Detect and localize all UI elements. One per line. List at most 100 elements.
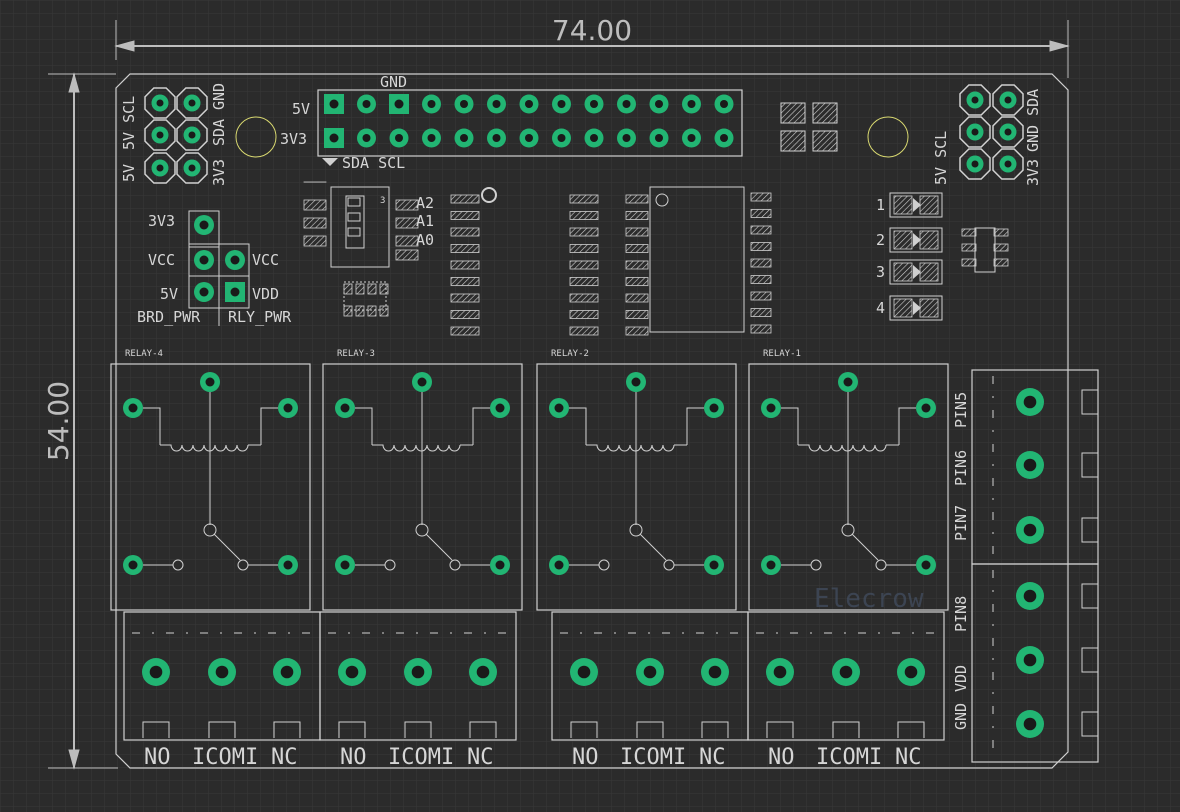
gpio-pin: [454, 128, 474, 148]
i2c-right-right-label: GND SDA: [1024, 89, 1042, 152]
dip-pad: [303, 217, 327, 229]
ic-soic-left: [450, 194, 480, 336]
i2c-left-pad: [144, 152, 176, 184]
gpio-pin: [519, 128, 539, 148]
jumper-vcc-left-label: VCC: [148, 251, 175, 269]
smd-pads-top-right: [780, 102, 838, 152]
ic-left-pad: [450, 260, 480, 270]
relay-nc-pad: [278, 555, 298, 575]
resistor-pad: [343, 283, 353, 295]
resistor-pad: [343, 305, 353, 317]
rn-pad: [961, 228, 977, 237]
terminal-pad: [766, 658, 794, 686]
ic-mid-pad: [569, 293, 599, 303]
terminal-pad: [897, 658, 925, 686]
power-jumper: [188, 210, 250, 326]
led-label: 4: [876, 299, 885, 317]
side-terminal-pad: [1016, 451, 1044, 479]
ic-mid-pad: [569, 260, 599, 270]
jumper-brd-pwr-label: BRD_PWR: [137, 308, 201, 326]
relay-coil-pad: [490, 398, 510, 418]
ic-big-pad: [750, 209, 772, 218]
rn-pad: [961, 243, 977, 252]
ic-mid-pad: [625, 310, 649, 319]
resistor-array: [343, 281, 389, 317]
side-terminal-half: [971, 369, 1099, 565]
rn-pad: [961, 258, 977, 267]
gpio-sda-scl-label: SDA SCL: [342, 154, 405, 172]
relay-label: RELAY-4: [125, 349, 163, 359]
relay-no-pad: [123, 555, 143, 575]
terminal-label: NO: [340, 745, 367, 770]
gpio-pin: [682, 94, 701, 114]
terminal-pad: [636, 658, 664, 686]
resistor-pad: [379, 305, 389, 317]
relay-coil-pad: [123, 398, 143, 418]
gpio-pin: [649, 94, 669, 114]
gpio-pin: [422, 94, 441, 114]
i2c-left-pad: [176, 87, 208, 119]
terminal-label: NC: [467, 745, 494, 770]
i2c-left-pad: [176, 152, 208, 184]
i2c-right-pad: [992, 148, 1024, 180]
gpio-pin: [389, 128, 409, 148]
terminal-pad: [570, 658, 598, 686]
led-pad: [893, 298, 913, 318]
i2c-header-right: [959, 84, 1024, 180]
gpio-pin: [714, 128, 734, 148]
gpio-pin: [389, 94, 409, 114]
side-terminal-pad: [1016, 388, 1044, 416]
led-pad: [919, 298, 939, 318]
relay-1: RELAY-1: [748, 349, 949, 611]
gpio-pin: [714, 94, 734, 114]
terminal-pad: [469, 658, 497, 686]
terminal-pad: [701, 658, 729, 686]
terminal-label: NO: [572, 745, 599, 770]
resistor-pad: [355, 283, 365, 295]
ic-mid-pad: [625, 293, 649, 303]
svg-text:3: 3: [380, 196, 385, 206]
terminal-label: ICOMI: [388, 745, 454, 770]
terminal-label: NC: [271, 745, 298, 770]
ic-mid-pad: [569, 211, 599, 220]
side-terminal-pad: [1016, 582, 1044, 610]
led-pad: [893, 230, 913, 250]
width-label: 74.00: [552, 14, 632, 47]
led-1: 1: [876, 192, 943, 218]
i2c-right-pad: [959, 84, 991, 116]
ic-left-pad: [450, 194, 480, 204]
i2c-left-mid-right-label: SDA: [210, 119, 228, 146]
led-pad: [893, 262, 913, 282]
ic-left-pad: [450, 277, 480, 286]
relay-com-pad: [412, 372, 432, 392]
i2c-left-pad: [176, 119, 208, 151]
board-outline: [115, 73, 1069, 769]
led-label: 1: [876, 196, 885, 214]
terminal-block: NO ICOMI NC: [319, 611, 517, 770]
gpio-gnd-label: GND: [380, 73, 407, 91]
ic-left-pad: [450, 326, 480, 336]
height-label: 54.00: [42, 381, 75, 461]
relay-label: RELAY-1: [763, 349, 801, 359]
led-pad: [919, 262, 939, 282]
ic-big-pad: [750, 324, 772, 334]
relay-4: RELAY-4: [110, 349, 311, 611]
relay-coil-pad: [335, 398, 355, 418]
terminal-pad: [273, 658, 301, 686]
led-pad: [919, 195, 939, 215]
dip-pad: [395, 249, 419, 261]
ic-big-pad: [750, 258, 772, 268]
width-dimension: [114, 20, 1070, 78]
rn-pad: [993, 243, 1009, 252]
gpio-pin: [357, 128, 376, 148]
relay-nc-pad: [490, 555, 510, 575]
ic-mid-pad: [625, 260, 649, 270]
jumper-rly-pwr-label: RLY_PWR: [228, 308, 292, 326]
gpio-pin: [324, 94, 344, 114]
gpio-pin: [617, 128, 636, 148]
terminal-pad: [404, 658, 432, 686]
